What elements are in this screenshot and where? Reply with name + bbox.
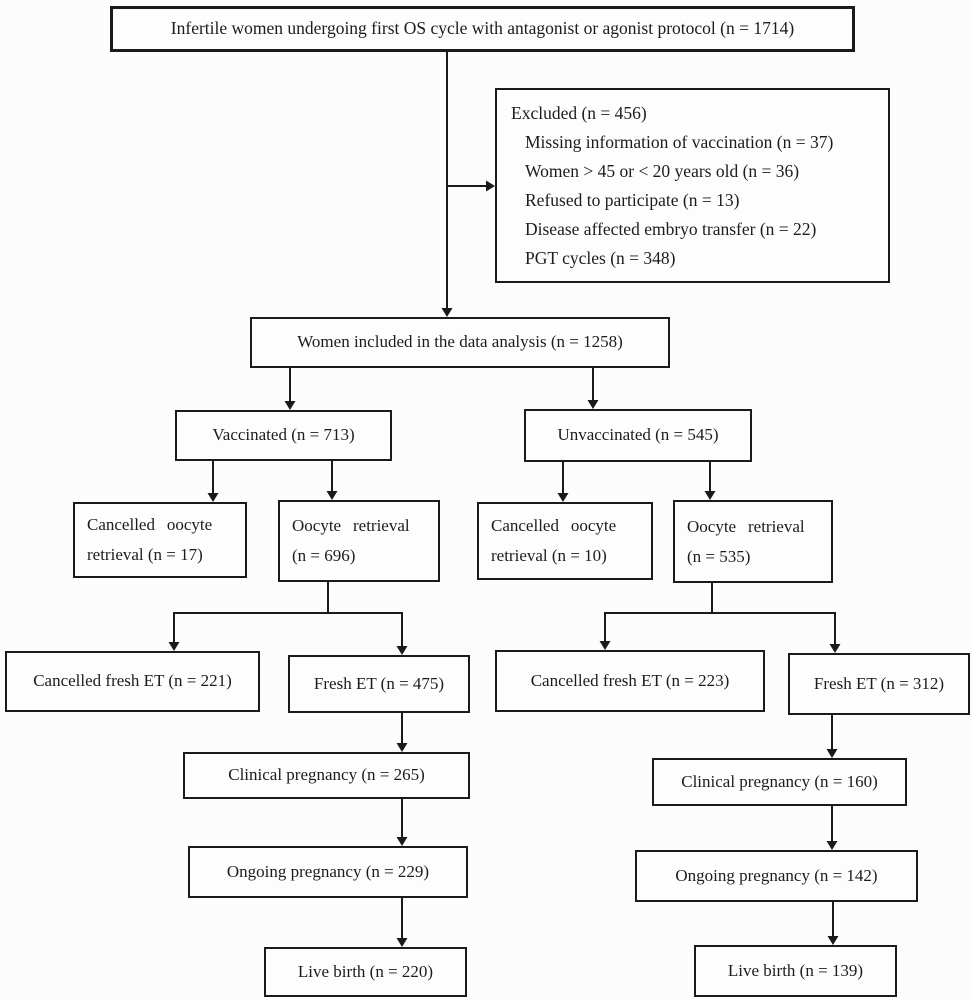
node-unvaccinated: Unvaccinated (n = 545) xyxy=(524,409,752,462)
node-label: Clinical pregnancy (n = 160) xyxy=(681,771,878,791)
connector-to-excluded xyxy=(446,180,495,192)
connector-included-to-unvaccinated xyxy=(587,368,599,409)
node-label: Vaccinated (n = 713) xyxy=(212,425,355,445)
node-vax-cancelled-oocyte-retrieval: Cancelled oocyte retrieval (n = 17) xyxy=(73,502,247,578)
connector-unvax-clinical-to-ongoing xyxy=(826,806,838,850)
node-label-line1: Oocyte retrieval xyxy=(292,516,410,535)
node-label-line2: retrieval (n = 17) xyxy=(87,545,203,564)
node-unvax-cancelled-fresh-et: Cancelled fresh ET (n = 223) xyxy=(495,650,765,712)
node-label: Live birth (n = 139) xyxy=(727,960,864,980)
node-label: Unvaccinated (n = 545) xyxy=(557,425,719,445)
connector-unvaccinated-to-oocyte-retrieval xyxy=(704,462,716,500)
connector-unvaccinated-to-cancelled-oocyte xyxy=(557,462,569,502)
node-label: Fresh ET (n = 312) xyxy=(813,673,945,693)
node-label: Fresh ET (n = 475) xyxy=(313,673,445,693)
node-label-line1: Cancelled oocyte xyxy=(87,515,213,534)
connector-included-to-vaccinated xyxy=(284,368,296,410)
node-vax-clinical-pregnancy: Clinical pregnancy (n = 265) xyxy=(183,752,470,799)
node-unvax-clinical-pregnancy: Clinical pregnancy (n = 160) xyxy=(652,758,907,806)
excluded-item: Missing information of vaccination (n = … xyxy=(525,132,834,152)
connector-vax-clinical-to-ongoing xyxy=(396,799,408,846)
node-label: Cancelled fresh ET (n = 221) xyxy=(33,671,232,691)
node-label: Live birth (n = 220) xyxy=(297,961,434,981)
node-unvax-cancelled-oocyte-retrieval: Cancelled oocyte retrieval (n = 10) xyxy=(477,502,653,580)
connector-screening-to-included xyxy=(441,52,453,317)
node-vaccinated: Vaccinated (n = 713) xyxy=(175,410,392,461)
node-unvax-fresh-et: Fresh ET (n = 312) xyxy=(788,653,970,715)
node-vax-cancelled-fresh-et: Cancelled fresh ET (n = 221) xyxy=(5,651,260,712)
node-unvax-live-birth: Live birth (n = 139) xyxy=(694,945,897,997)
node-label-line1: Oocyte retrieval xyxy=(687,516,805,536)
node-label: Ongoing pregnancy (n = 142) xyxy=(675,865,878,885)
connector-vax-oocyte-split xyxy=(168,582,408,655)
node-vax-live-birth: Live birth (n = 220) xyxy=(264,947,467,997)
node-unvax-ongoing-pregnancy: Ongoing pregnancy (n = 142) xyxy=(635,850,918,902)
excluded-title: Excluded (n = 456) xyxy=(511,103,647,123)
node-label: Ongoing pregnancy (n = 229) xyxy=(226,861,430,881)
excluded-item: PGT cycles (n = 348) xyxy=(525,248,676,268)
connector-unvax-ongoing-to-livebirth xyxy=(827,902,839,945)
connector-vax-ongoing-to-livebirth xyxy=(396,898,408,947)
node-label-line2: (n = 696) xyxy=(292,546,356,565)
node-label: Cancelled fresh ET (n = 223) xyxy=(530,670,730,690)
node-screening-population: Infertile women undergoing first OS cycl… xyxy=(110,6,855,52)
node-label-line2: (n = 535) xyxy=(687,546,751,566)
connector-vaccinated-to-oocyte-retrieval xyxy=(326,461,338,500)
excluded-item: Women > 45 or < 20 years old (n = 36) xyxy=(525,161,800,181)
connector-vax-fresh-to-clinical xyxy=(396,713,408,752)
node-label: Infertile women undergoing first OS cycl… xyxy=(170,18,795,39)
excluded-item: Refused to participate (n = 13) xyxy=(525,190,740,210)
node-vax-ongoing-pregnancy: Ongoing pregnancy (n = 229) xyxy=(188,846,468,898)
connector-vaccinated-to-cancelled-oocyte xyxy=(207,461,219,502)
node-label: Women included in the data analysis (n =… xyxy=(297,332,623,352)
excluded-item: Disease affected embryo transfer (n = 22… xyxy=(525,219,817,239)
node-unvax-oocyte-retrieval: Oocyte retrieval (n = 535) xyxy=(673,500,833,583)
connector-unvax-fresh-to-clinical xyxy=(826,715,838,758)
node-vax-oocyte-retrieval: Oocyte retrieval (n = 696) xyxy=(278,500,440,582)
node-vax-fresh-et: Fresh ET (n = 475) xyxy=(288,655,470,713)
connector-unvax-oocyte-split xyxy=(599,583,841,653)
node-excluded: Excluded (n = 456) Missing information o… xyxy=(495,88,890,283)
node-included-analysis: Women included in the data analysis (n =… xyxy=(250,317,670,368)
node-label: Clinical pregnancy (n = 265) xyxy=(228,765,425,785)
node-label-line2: retrieval (n = 10) xyxy=(491,546,607,565)
node-label-line1: Cancelled oocyte xyxy=(491,516,617,535)
